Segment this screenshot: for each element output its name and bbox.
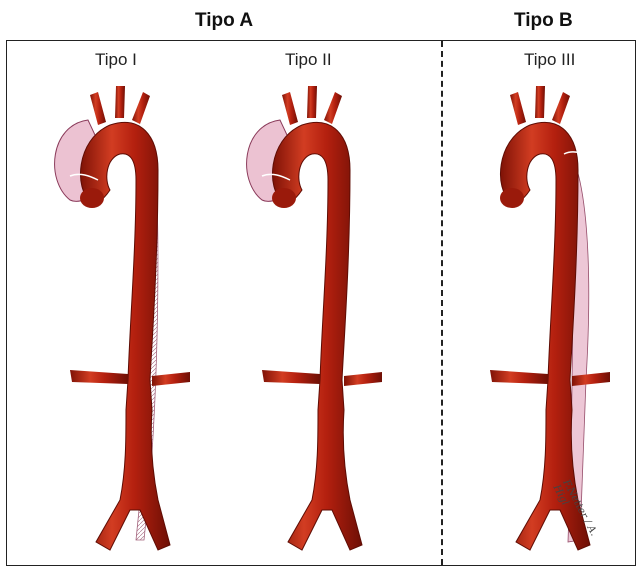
panel-label-tipo-iii: Tipo III: [524, 50, 575, 70]
panel-label-tipo-i: Tipo I: [95, 50, 137, 70]
aorta-illustration-tipo-i: [40, 80, 200, 560]
aorta-body: [272, 122, 362, 550]
group-title-tipo-b: Tipo B: [514, 10, 573, 32]
renal-artery: [152, 372, 190, 386]
aortic-root: [500, 188, 524, 208]
aorta-illustration-tipo-ii: [232, 80, 392, 560]
panel-label-tipo-ii: Tipo II: [285, 50, 332, 70]
group-title-tipo-a: Tipo A: [195, 10, 253, 32]
aorta-illustration-tipo-iii: [460, 80, 620, 560]
aortic-root: [80, 188, 104, 208]
branch-vessel: [115, 86, 125, 118]
renal-artery: [490, 370, 548, 384]
branch-vessel: [535, 86, 545, 118]
renal-artery: [344, 372, 382, 386]
branch-vessel: [132, 92, 150, 124]
branch-vessel: [90, 92, 106, 125]
branch-vessel: [552, 92, 570, 124]
renal-artery: [70, 370, 128, 384]
branch-vessel: [307, 86, 317, 118]
aortic-root: [272, 188, 296, 208]
branch-vessel: [510, 92, 526, 125]
type-divider-dashed-line: [441, 41, 443, 565]
branch-vessel: [324, 92, 342, 124]
branch-vessel: [282, 92, 298, 125]
renal-artery: [262, 370, 320, 384]
